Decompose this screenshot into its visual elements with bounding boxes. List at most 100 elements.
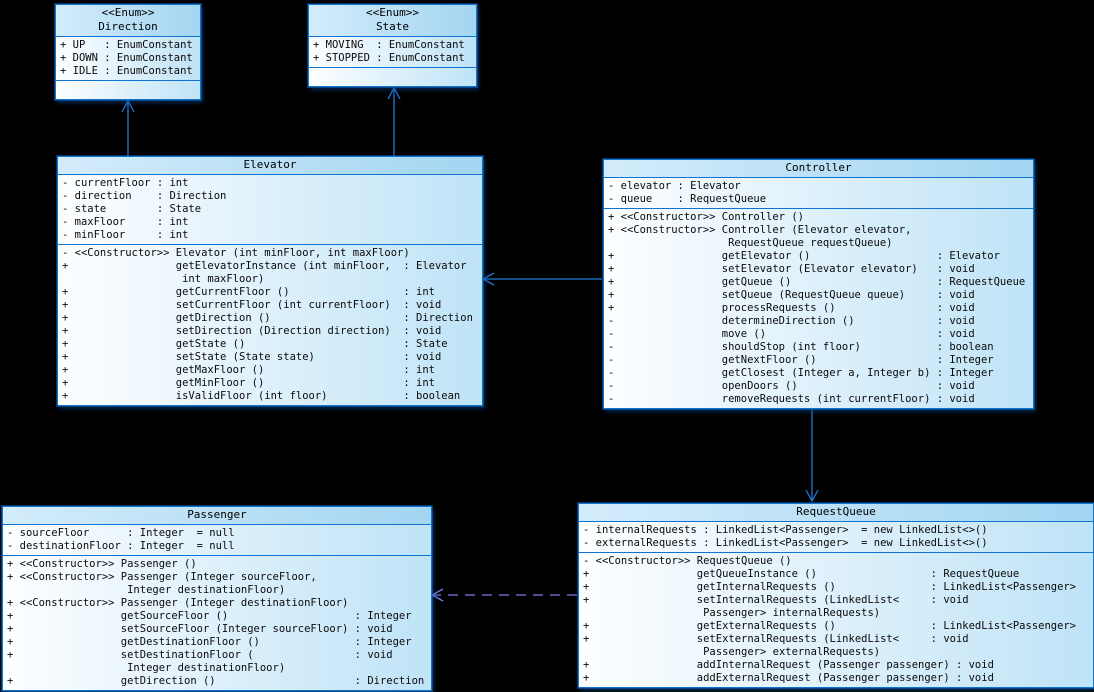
class-box-passenger[interactable]: Passenger - sourceFloor : Integer = null… xyxy=(2,506,432,691)
operation-line: + getSourceFloor () : Integer xyxy=(7,610,412,622)
operation-line: + getInternalRequests () : LinkedList<Pa… xyxy=(583,581,1077,593)
class-passenger-attributes-section: - sourceFloor : Integer = null- destinat… xyxy=(3,525,431,556)
operation-line: + setDirection (Direction direction) : v… xyxy=(62,325,442,337)
operation-line: + getQueue () : RequestQueue xyxy=(608,276,1026,288)
operation-line: + setSourceFloor (Integer sourceFloor) :… xyxy=(7,623,393,635)
operation-line: + getMaxFloor () : int xyxy=(62,364,435,376)
dependency-requestqueue-to-passenger-arrow xyxy=(430,588,577,602)
operation-line: RequestQueue requestQueue) xyxy=(608,237,893,249)
operation-line: - <<Constructor>> Elevator (int minFloor… xyxy=(62,247,410,259)
class-direction-header: <<Enum>> Direction xyxy=(56,5,200,37)
operation-line: + <<Constructor>> Controller () xyxy=(608,211,804,223)
association-controller-to-elevator-arrow xyxy=(481,272,602,286)
attribute-line: - queue : RequestQueue xyxy=(608,193,767,205)
class-box-request-queue[interactable]: RequestQueue - internalRequests : Linked… xyxy=(578,503,1094,688)
class-direction-stereotype: <<Enum>> xyxy=(101,6,155,19)
class-box-controller[interactable]: Controller - elevator : Elevator- queue … xyxy=(603,159,1034,409)
attribute-line: - sourceFloor : Integer = null xyxy=(7,527,235,539)
attribute-line: + STOPPED : EnumConstant xyxy=(313,52,465,64)
operation-line: - removeRequests (int currentFloor) : vo… xyxy=(608,393,975,405)
operation-line: + getQueueInstance () : RequestQueue xyxy=(583,568,1020,580)
operation-line: Passenger> internalRequests) xyxy=(583,607,881,619)
attribute-line: - elevator : Elevator xyxy=(608,180,741,192)
operation-line: + <<Constructor>> Passenger (Integer sou… xyxy=(7,571,317,583)
attribute-line: - internalRequests : LinkedList<Passenge… xyxy=(583,524,988,536)
operation-line: + getState () : State xyxy=(62,338,448,350)
class-direction-operations-section xyxy=(56,81,200,99)
attribute-line: - destinationFloor : Integer = null xyxy=(7,540,235,552)
attribute-line: - currentFloor : int xyxy=(62,177,189,189)
operation-line: + getCurrentFloor () : int xyxy=(62,286,435,298)
class-controller-header: Controller xyxy=(604,160,1033,178)
class-controller-title: Controller xyxy=(785,161,852,174)
operation-line: + isValidFloor (int floor) : boolean xyxy=(62,390,461,402)
operation-line: - move () : void xyxy=(608,328,975,340)
operation-line: + setElevator (Elevator elevator) : void xyxy=(608,263,975,275)
class-passenger-operations-section: + <<Constructor>> Passenger ()+ <<Constr… xyxy=(3,556,431,690)
operation-line: + getMinFloor () : int xyxy=(62,377,435,389)
operation-line: + processRequests () : void xyxy=(608,302,975,314)
operation-line: + getDirection () : Direction xyxy=(62,312,473,324)
attribute-line: + UP : EnumConstant xyxy=(60,39,193,51)
operation-line: + getDirection () : Direction xyxy=(7,675,425,687)
attribute-line: - direction : Direction xyxy=(62,190,227,202)
attribute-line: - externalRequests : LinkedList<Passenge… xyxy=(583,537,988,549)
class-box-state-enum[interactable]: <<Enum>> State + MOVING : EnumConstant+ … xyxy=(308,4,477,87)
operation-line: + setExternalRequests (LinkedList< : voi… xyxy=(583,633,969,645)
class-state-title: State xyxy=(375,20,410,33)
class-direction-attributes-section: + UP : EnumConstant+ DOWN : EnumConstant… xyxy=(56,37,200,81)
class-request-queue-operations-section: - <<Constructor>> RequestQueue ()+ getQu… xyxy=(579,553,1093,687)
class-state-attributes-section: + MOVING : EnumConstant+ STOPPED : EnumC… xyxy=(309,37,476,68)
class-elevator-operations-section: - <<Constructor>> Elevator (int minFloor… xyxy=(58,245,482,405)
operation-line: + getElevator () : Elevator xyxy=(608,250,1000,262)
class-elevator-title: Elevator xyxy=(243,158,297,171)
class-passenger-title: Passenger xyxy=(187,508,247,521)
class-state-stereotype: <<Enum>> xyxy=(366,6,419,19)
operation-line: + <<Constructor>> Passenger () xyxy=(7,558,197,570)
operation-line: - openDoors () : void xyxy=(608,380,975,392)
attribute-line: + IDLE : EnumConstant xyxy=(60,65,193,77)
class-state-operations-section xyxy=(309,68,476,86)
operation-line: + setInternalRequests (LinkedList< : voi… xyxy=(583,594,969,606)
class-direction-title: Direction xyxy=(98,20,158,33)
attribute-line: + DOWN : EnumConstant xyxy=(60,52,193,64)
attribute-line: + MOVING : EnumConstant xyxy=(313,39,465,51)
operation-line: - getNextFloor () : Integer xyxy=(608,354,994,366)
class-request-queue-title: RequestQueue xyxy=(796,505,876,518)
class-box-elevator[interactable]: Elevator - currentFloor : int- direction… xyxy=(57,156,483,406)
class-state-header: <<Enum>> State xyxy=(309,5,476,37)
association-elevator-to-state-arrow xyxy=(387,86,401,156)
operation-line: + setCurrentFloor (int currentFloor) : v… xyxy=(62,299,442,311)
class-request-queue-attributes-section: - internalRequests : LinkedList<Passenge… xyxy=(579,522,1093,553)
operation-line: + <<Constructor>> Passenger (Integer des… xyxy=(7,597,349,609)
operation-line: - shouldStop (int floor) : boolean xyxy=(608,341,994,353)
attribute-line: - state : State xyxy=(62,203,202,215)
operation-line: + getDestinationFloor () : Integer xyxy=(7,636,412,648)
class-request-queue-header: RequestQueue xyxy=(579,504,1093,522)
class-box-direction-enum[interactable]: <<Enum>> Direction + UP : EnumConstant+ … xyxy=(55,4,201,100)
operation-line: - <<Constructor>> RequestQueue () xyxy=(583,555,792,567)
operation-line: + <<Constructor>> Controller (Elevator e… xyxy=(608,224,912,236)
attribute-line: - maxFloor : int xyxy=(62,216,189,228)
operation-line: + addExternalRequest (Passenger passenge… xyxy=(583,672,994,684)
operation-line: + setDestinationFloor ( : void xyxy=(7,649,393,661)
association-elevator-to-direction-arrow xyxy=(121,99,135,156)
operation-line: + addInternalRequest (Passenger passenge… xyxy=(583,659,994,671)
association-controller-to-requestqueue-arrow xyxy=(805,409,819,503)
class-elevator-attributes-section: - currentFloor : int- direction : Direct… xyxy=(58,175,482,245)
class-controller-attributes-section: - elevator : Elevator- queue : RequestQu… xyxy=(604,178,1033,209)
operation-line: + setState (State state) : void xyxy=(62,351,442,363)
class-controller-operations-section: + <<Constructor>> Controller ()+ <<Const… xyxy=(604,209,1033,408)
operation-line: + getElevatorInstance (int minFloor, : E… xyxy=(62,260,467,272)
operation-line: + getExternalRequests () : LinkedList<Pa… xyxy=(583,620,1077,632)
operation-line: - determineDirection () : void xyxy=(608,315,975,327)
operation-line: Integer destinationFloor) xyxy=(7,662,286,674)
class-elevator-header: Elevator xyxy=(58,157,482,175)
operation-line: int maxFloor) xyxy=(62,273,265,285)
attribute-line: - minFloor : int xyxy=(62,229,189,241)
operation-line: - getClosest (Integer a, Integer b) : In… xyxy=(608,367,994,379)
operation-line: + setQueue (RequestQueue queue) : void xyxy=(608,289,975,301)
class-passenger-header: Passenger xyxy=(3,507,431,525)
operation-line: Passenger> externalRequests) xyxy=(583,646,881,658)
